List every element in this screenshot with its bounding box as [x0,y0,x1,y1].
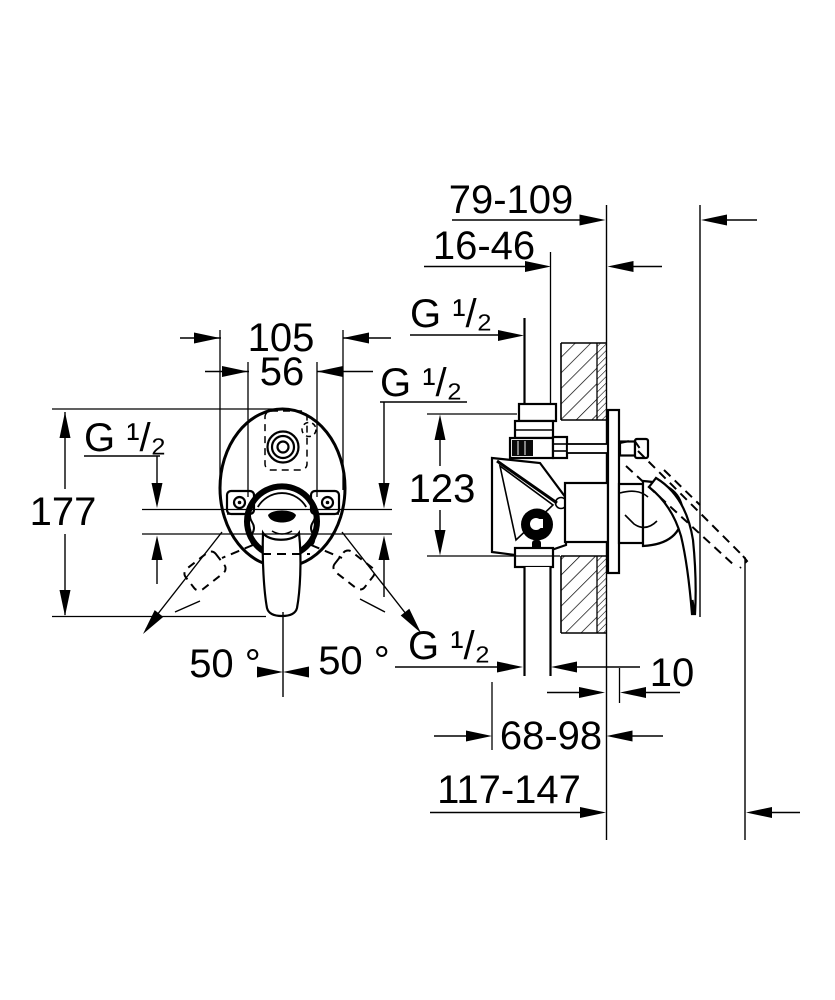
thread-label-top: G ¹/₂ [410,292,492,336]
mounting-bracket [490,456,568,559]
angle-label-right: 50 ° [318,639,390,683]
wall-finish-upper [597,343,607,420]
dimension-117-147: 117-147 [437,768,581,812]
front-dimensions: 105 56 177 G ¹/₂ G ¹/₂ [30,316,467,697]
stud-head [633,437,650,460]
angle-label-left: 50 ° [189,642,261,686]
dimension-105: 105 [248,316,315,360]
side-view-valve [490,252,749,676]
hex-fitting [551,435,569,460]
thread-label-front-left: G ¹/₂ [84,416,166,460]
thread-label-bottom: G ¹/₂ [408,624,490,668]
front-view [183,407,376,618]
lever-rotated-dashed [183,544,376,592]
dimension-10: 10 [650,651,695,695]
wall-finish-lower [597,556,607,633]
cartridge-housing [563,481,610,544]
dimension-123: 123 [409,467,476,511]
dimension-79-109: 79-109 [449,178,574,222]
dimension-68-98: 68-98 [500,714,602,758]
thread-label-front-right: G ¹/₂ [380,361,462,405]
cartridge-mouth [268,510,296,523]
wall-hatch-upper [561,343,597,420]
side-dimensions: 79-109 16-46 G ¹/₂ 123 G ¹/₂ 1 [395,178,800,818]
shower-outlet [266,430,300,464]
concealed-body-dashed [264,410,308,471]
wall-section [560,342,607,634]
handle-hub-ring [244,483,320,556]
dimension-16-46: 16-46 [433,224,535,268]
dashed-port [301,421,317,438]
dimension-177: 177 [30,490,97,534]
bottom-elbow [513,546,555,569]
wall-hatch-lower [561,556,597,633]
escutcheon-plate-side [606,408,621,575]
top-elbow [517,402,558,423]
dimension-56: 56 [260,350,305,394]
lever-front [261,529,302,618]
